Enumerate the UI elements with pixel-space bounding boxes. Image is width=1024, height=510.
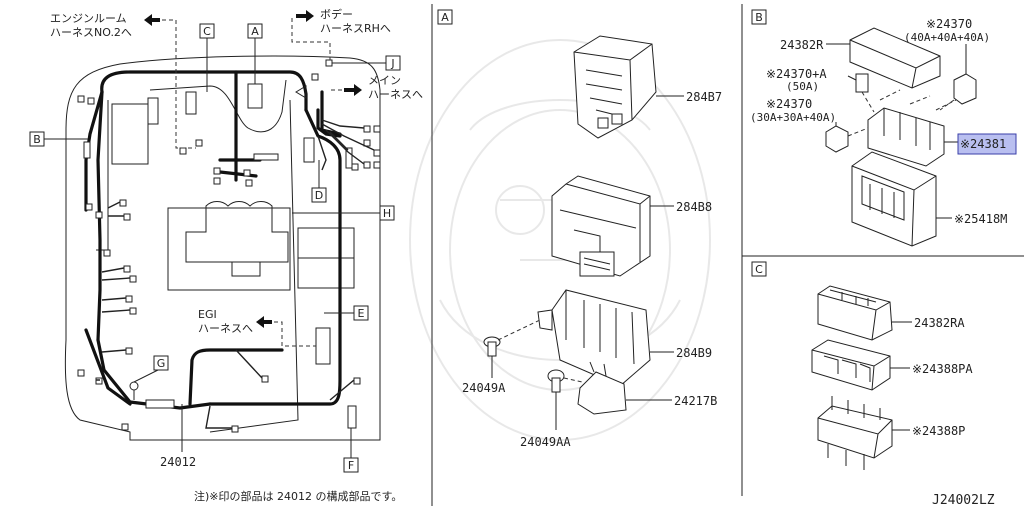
svg-text:24049A: 24049A xyxy=(462,381,506,395)
footnote-text: 注)※印の部品は 24012 の構成部品です。 xyxy=(194,489,402,503)
svg-text:EGI: EGI xyxy=(198,308,217,321)
svg-text:24012: 24012 xyxy=(160,455,196,469)
svg-text:C: C xyxy=(755,263,763,276)
panel-dividers xyxy=(431,4,1024,506)
svg-text:C: C xyxy=(203,25,211,38)
svg-text:(50A): (50A) xyxy=(786,80,819,93)
part-24388P[interactable]: ※24388P xyxy=(817,396,965,470)
svg-text:ボデー: ボデー xyxy=(320,7,353,21)
svg-text:(40A+40A+40A): (40A+40A+40A) xyxy=(904,31,990,44)
svg-text:284B7: 284B7 xyxy=(686,90,722,104)
part-284B8[interactable]: 284B8 xyxy=(551,175,712,277)
part-24381[interactable]: ※24381 xyxy=(867,89,1017,167)
note-main-harness: メイン ハーネスへ xyxy=(295,74,423,101)
harness-panel: A B C D E F G xyxy=(29,7,423,503)
panel-b: B 24382R ※24370 (40A+40A+40A) ※24370+A (… xyxy=(750,9,1017,247)
panel-a: A 284B7 284B8 xyxy=(409,9,722,449)
callout-E[interactable]: E xyxy=(324,305,369,321)
svg-text:※24381: ※24381 xyxy=(960,137,1006,151)
svg-text:※24370+A: ※24370+A xyxy=(766,67,827,81)
highlighted-part-number[interactable] xyxy=(957,133,1017,155)
arrow-left-icon xyxy=(256,316,272,328)
branch-connectors xyxy=(77,59,381,433)
part-25418M[interactable]: ※25418M xyxy=(851,151,1007,247)
svg-text:(30A+30A+40A): (30A+30A+40A) xyxy=(750,111,836,124)
part-24370-top[interactable]: ※24370 (40A+40A+40A) xyxy=(904,17,990,111)
callout-A[interactable]: A xyxy=(247,23,263,84)
callout-J[interactable]: J xyxy=(332,55,401,71)
panel-c: C 24382RA ※24388PA ※24388P xyxy=(751,261,973,470)
svg-text:※25418M: ※25418M xyxy=(954,212,1007,226)
svg-text:B: B xyxy=(33,133,41,146)
note-body-rh-harness: ボデー ハーネスRHへ xyxy=(291,7,391,60)
svg-text:D: D xyxy=(315,189,323,202)
engine-block xyxy=(167,207,291,291)
svg-text:J: J xyxy=(390,57,394,70)
part-284B7[interactable]: 284B7 xyxy=(573,35,722,139)
section-label-B: B xyxy=(751,9,767,25)
part-24388PA[interactable]: ※24388PA xyxy=(811,339,973,391)
svg-text:E: E xyxy=(358,307,365,320)
svg-text:284B8: 284B8 xyxy=(676,200,712,214)
callout-D[interactable]: D xyxy=(311,160,327,203)
part-24370A[interactable]: ※24370+A (50A) xyxy=(766,67,875,113)
arrow-left-icon xyxy=(144,14,160,26)
svg-text:エンジンルーム: エンジンルーム xyxy=(50,12,127,25)
label-24012: 24012 xyxy=(160,404,196,469)
svg-text:※24388PA: ※24388PA xyxy=(912,362,973,376)
main-harness-trunk xyxy=(100,70,308,112)
callout-H[interactable]: H xyxy=(292,205,395,221)
part-24217B[interactable]: 24217B xyxy=(577,361,717,415)
svg-text:24382R: 24382R xyxy=(780,38,824,52)
svg-text:※24388P: ※24388P xyxy=(912,424,965,438)
part-24370-mid[interactable]: ※24370 (30A+30A+40A) xyxy=(750,97,869,153)
part-24049AA[interactable]: 24049AA xyxy=(520,369,583,449)
note-engine-room-harness: エンジンルーム ハーネスNO.2へ xyxy=(50,12,196,149)
svg-text:ハーネスへ: ハーネスへ xyxy=(368,88,423,101)
callout-B[interactable]: B xyxy=(29,131,88,147)
svg-text:A: A xyxy=(441,11,449,24)
callout-C[interactable]: C xyxy=(199,23,215,92)
svg-text:24049AA: 24049AA xyxy=(520,435,571,449)
svg-text:284B9: 284B9 xyxy=(676,346,712,360)
arrow-right-icon xyxy=(296,10,314,22)
arrow-right-icon xyxy=(344,84,362,96)
svg-text:24382RA: 24382RA xyxy=(914,316,965,330)
diagram-code: J24002LZ xyxy=(932,493,995,508)
svg-text:G: G xyxy=(157,357,166,370)
section-label-C: C xyxy=(751,261,767,277)
part-284B9[interactable]: 284B9 xyxy=(537,289,712,387)
svg-text:H: H xyxy=(383,207,391,220)
svg-text:※24370: ※24370 xyxy=(926,17,972,31)
svg-text:メイン: メイン xyxy=(368,74,401,87)
note-egi-harness: EGI ハーネスへ xyxy=(198,308,316,347)
callout-F[interactable]: F xyxy=(343,428,359,473)
callout-G[interactable]: G xyxy=(153,355,169,371)
svg-text:24217B: 24217B xyxy=(674,394,717,408)
svg-text:A: A xyxy=(251,25,259,38)
part-24049A[interactable]: 24049A xyxy=(462,319,541,395)
svg-text:※24370: ※24370 xyxy=(766,97,812,111)
svg-text:ハーネスRHへ: ハーネスRHへ xyxy=(320,22,391,35)
svg-text:F: F xyxy=(348,459,354,472)
part-24382R[interactable]: 24382R xyxy=(780,27,941,89)
section-label-A: A xyxy=(437,9,453,25)
svg-text:ハーネスへ: ハーネスへ xyxy=(198,322,253,335)
svg-text:B: B xyxy=(755,11,763,24)
svg-text:ハーネスNO.2へ: ハーネスNO.2へ xyxy=(50,26,132,39)
part-24382RA[interactable]: 24382RA xyxy=(817,285,965,341)
engine-bay-outline xyxy=(64,55,381,441)
